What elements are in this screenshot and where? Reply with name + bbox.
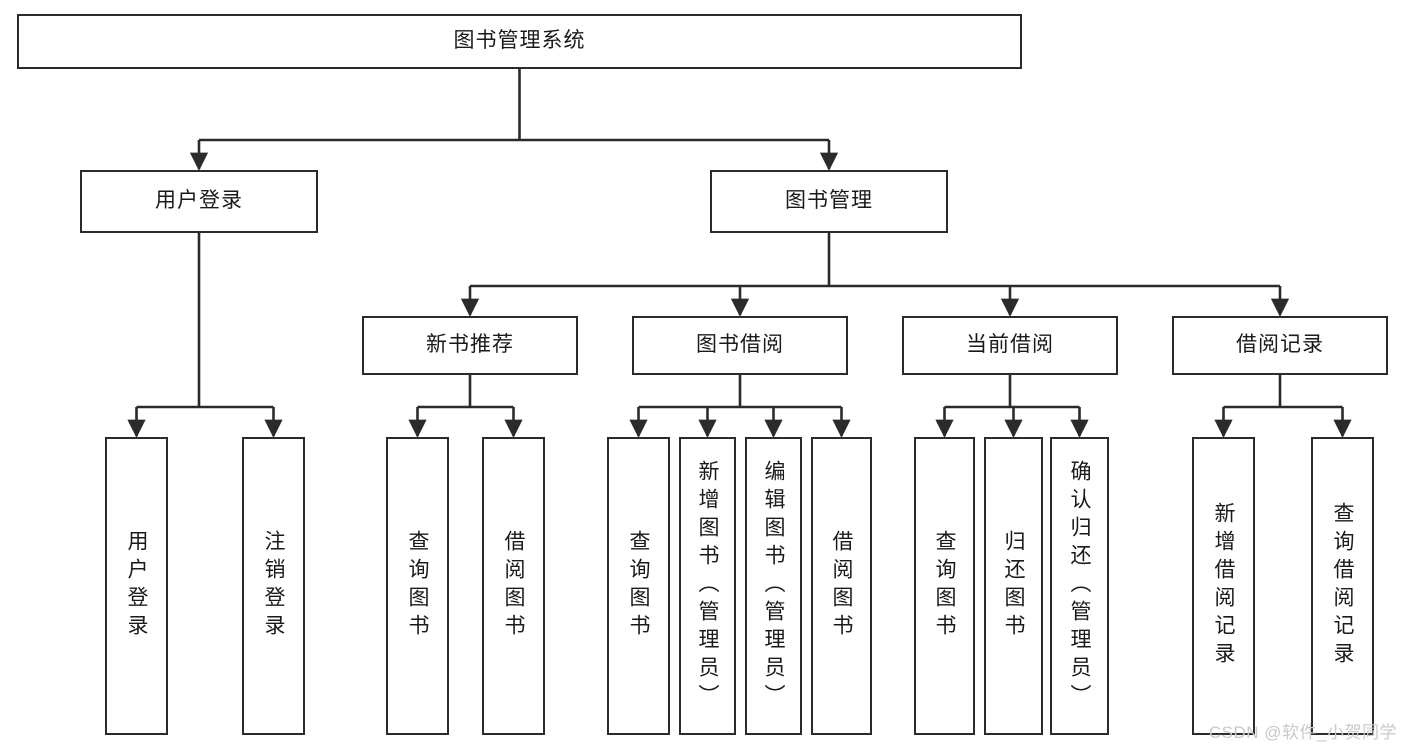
node-label-current: 当前借阅	[966, 333, 1054, 357]
node-leaf-bo-add[interactable]: 新增图书（管理员）	[679, 437, 736, 735]
node-label-leaf-re-add: 新增借阅记录	[1212, 502, 1235, 670]
node-bookmgmt[interactable]: 图书管理	[710, 170, 948, 233]
node-label-newbook: 新书推荐	[426, 333, 514, 357]
node-leaf-re-add[interactable]: 新增借阅记录	[1192, 437, 1255, 735]
node-label-leaf-cu-q: 查询图书	[933, 530, 956, 642]
edge-trunk-borrow	[638, 375, 842, 409]
node-label-leaf-re-q: 查询借阅记录	[1331, 502, 1354, 670]
node-label-leaf-bo-br: 借阅图书	[830, 530, 853, 642]
node-label-leaf-nb-b: 借阅图书	[502, 530, 525, 642]
node-label-leaf-login: 用户登录	[125, 530, 148, 642]
node-label-leaf-cu-c: 确认归还（管理员）	[1068, 460, 1091, 712]
node-leaf-bo-ed[interactable]: 编辑图书（管理员）	[745, 437, 802, 735]
node-label-bookmgmt: 图书管理	[785, 189, 873, 213]
edge-trunk-root	[199, 69, 829, 142]
node-leaf-cu-r[interactable]: 归还图书	[984, 437, 1043, 735]
node-leaf-bo-q[interactable]: 查询图书	[607, 437, 670, 735]
edge-trunk-bookmgmt	[470, 233, 1280, 288]
node-label-leaf-nb-q: 查询图书	[406, 530, 429, 642]
node-leaf-login[interactable]: 用户登录	[105, 437, 168, 735]
node-leaf-nb-q[interactable]: 查询图书	[386, 437, 449, 735]
node-leaf-cu-c[interactable]: 确认归还（管理员）	[1050, 437, 1109, 735]
edge-trunk-login	[136, 233, 274, 409]
node-root[interactable]: 图书管理系统	[17, 14, 1022, 69]
node-borrow[interactable]: 图书借阅	[632, 316, 848, 375]
node-label-records: 借阅记录	[1236, 333, 1324, 357]
node-records[interactable]: 借阅记录	[1172, 316, 1388, 375]
node-label-root: 图书管理系统	[453, 29, 586, 53]
edge-trunk-newbook	[417, 375, 514, 409]
node-current[interactable]: 当前借阅	[902, 316, 1118, 375]
node-label-leaf-bo-add: 新增图书（管理员）	[696, 460, 719, 712]
node-login[interactable]: 用户登录	[80, 170, 318, 233]
node-label-leaf-cu-r: 归还图书	[1002, 530, 1025, 642]
node-label-login: 用户登录	[155, 189, 243, 213]
node-leaf-nb-b[interactable]: 借阅图书	[482, 437, 545, 735]
watermark-text: CSDN @软件_小贺同学	[1208, 723, 1397, 742]
edge-trunk-current	[944, 375, 1080, 409]
node-label-leaf-logout: 注销登录	[262, 530, 285, 642]
node-leaf-cu-q[interactable]: 查询图书	[914, 437, 975, 735]
node-label-leaf-bo-ed: 编辑图书（管理员）	[762, 460, 785, 712]
node-label-borrow: 图书借阅	[696, 333, 784, 357]
node-leaf-bo-br[interactable]: 借阅图书	[811, 437, 872, 735]
edge-trunk-records	[1223, 375, 1343, 409]
node-leaf-logout[interactable]: 注销登录	[242, 437, 305, 735]
node-newbook[interactable]: 新书推荐	[362, 316, 578, 375]
node-leaf-re-q[interactable]: 查询借阅记录	[1311, 437, 1374, 735]
node-label-leaf-bo-q: 查询图书	[627, 530, 650, 642]
